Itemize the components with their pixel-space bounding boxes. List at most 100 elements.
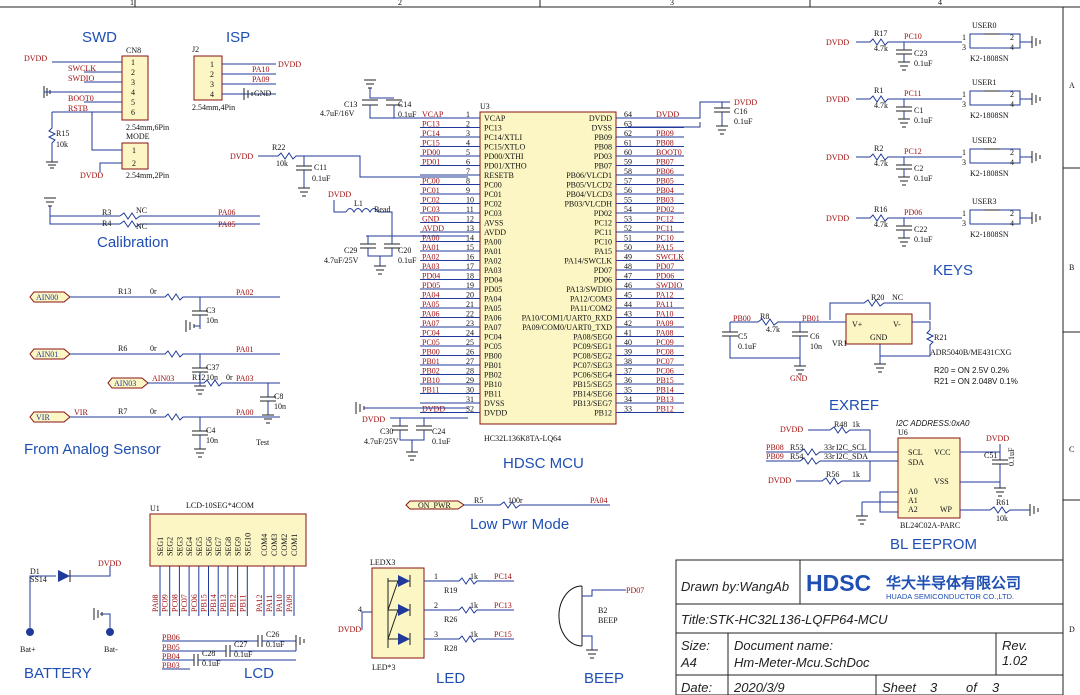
mcu-pin-name-46: PA13/SWDIO — [566, 285, 612, 294]
j2-desc: 2.54mm,4Pin — [192, 103, 235, 112]
mcu-pin-name-51: PC10 — [594, 238, 612, 247]
j2-net-gnd: GND — [254, 89, 272, 98]
lcd-part: LCD-10SEG*4COM — [186, 501, 254, 510]
key-switch-ref-1: USER1 — [972, 78, 996, 87]
mcu-net-22: PA06 — [422, 310, 440, 319]
mcu-pin-name-13: AVDD — [484, 228, 506, 237]
key-switch-pin3-1: 3 — [962, 100, 966, 109]
j2-net-pa10: PA10 — [252, 65, 270, 74]
mcu-pin-name-4: PC15/XTLO — [484, 143, 526, 152]
mcu-net-20: PA04 — [422, 291, 440, 300]
cn8-net-3: SWDIO — [68, 74, 94, 83]
analog-port-label-1: AIN01 — [36, 350, 58, 359]
key-res-val-2: 4.7k — [874, 159, 888, 168]
mcu-pin-num-55: 55 — [624, 196, 632, 205]
key-part-3: K2-1808SN — [970, 230, 1009, 239]
lcd-cap-val-0: 0.1uF — [266, 640, 285, 649]
mcu-pin-name-63: DVSS — [592, 124, 612, 133]
analog-res-ref-2: R12 — [192, 373, 205, 382]
j2-net-pa09: PA09 — [252, 75, 270, 84]
lcd-net-1: PC09 — [161, 594, 170, 612]
mcu-pin-name-9: PC01 — [484, 190, 502, 199]
mcu-net-45: PA12 — [656, 291, 674, 300]
mcu-pin-name-24: PC04 — [484, 333, 502, 342]
c11-val: 0.1uF — [312, 174, 331, 183]
lcd-pin-label-12: COM2 — [280, 534, 289, 556]
mcu-pin-name-3: PC14/XTLI — [484, 133, 523, 142]
gnd-symbol — [898, 176, 910, 186]
sheet-label: Sheet — [882, 680, 917, 695]
battery-title: BATTERY — [24, 665, 92, 682]
analog-port-0 — [29, 291, 71, 303]
lcd-cap-net-1: PB05 — [162, 643, 180, 652]
border-row-a: A — [1069, 81, 1075, 90]
c5-val: 0.1uF — [738, 342, 757, 351]
lcd-net-12: PA10 — [275, 595, 284, 613]
r3-symbol — [119, 212, 260, 220]
mcu-net-50: PA15 — [656, 243, 674, 252]
border-col-4: 4 — [938, 0, 942, 7]
u6-sda: SDA — [908, 458, 924, 467]
eeprom-pb09: PB09 — [766, 452, 784, 461]
mcu-pin-name-33: PB12 — [594, 409, 612, 418]
mcu-pin-num-32: 32 — [466, 405, 474, 414]
cal-pa05: PA05 — [218, 220, 236, 229]
avdd-wire — [378, 211, 468, 237]
analog-res-1 — [70, 350, 280, 358]
gnd-symbol — [93, 608, 103, 620]
j2-pin-1: 1 — [210, 60, 214, 69]
mcu-pin-num-34: 34 — [624, 395, 632, 404]
mcu-pin-name-26: PB00 — [484, 352, 502, 361]
c16-ref: C16 — [734, 107, 747, 116]
key-res-ref-3: R16 — [874, 205, 887, 214]
lcd-pin-label-5: SEG6 — [205, 537, 214, 556]
gnd-symbol — [874, 363, 886, 373]
j2-body — [193, 55, 223, 101]
bat-wire — [29, 575, 56, 586]
mcu-net-30: PB11 — [422, 386, 440, 395]
mcu-pin-name-62: PB09 — [594, 133, 612, 142]
mcu-pin-name-61: PB08 — [594, 143, 612, 152]
mcu-net-61: PB08 — [656, 139, 674, 148]
analog-cap-val-2: 10n — [274, 402, 286, 411]
key-switch-pin1-2: 1 — [962, 148, 966, 157]
j2-pin-3: 3 — [210, 80, 214, 89]
gnd-symbol — [406, 451, 418, 461]
r56-val: 1k — [852, 470, 860, 479]
gnd-symbol — [243, 88, 253, 100]
key-net-2: PC12 — [904, 147, 922, 156]
border-col-1: 1 — [130, 0, 134, 7]
mcu-pin-num-23: 23 — [466, 319, 474, 328]
mcu-net-13: AVDD — [422, 224, 444, 233]
key-switch-pin4-3: 4 — [1010, 219, 1014, 228]
led-res-ref-2: R28 — [444, 644, 457, 653]
docname-label: Document name: — [734, 638, 833, 653]
lcd-block: U1 LCD-10SEG*4COM SEG1PA08SEG2PC09SEG3PC… — [149, 501, 307, 682]
r22-ref: R22 — [272, 143, 285, 152]
mcu-pin-num-24: 24 — [466, 329, 474, 338]
gnd-symbol — [994, 487, 1006, 497]
mcu-net-32: DVDD — [422, 405, 445, 414]
mcu-net-28: PB02 — [422, 367, 440, 376]
lcd-net-9: PB11 — [238, 595, 247, 613]
key-net-3: PD06 — [904, 208, 922, 217]
key-switch-pin2-0: 2 — [1010, 33, 1014, 42]
bat-minus-label: Bat- — [104, 645, 118, 654]
r56-symbol — [796, 461, 871, 485]
gnd-symbol — [856, 515, 868, 525]
d1-ref: D1 — [30, 567, 40, 576]
lcd-cap-ref-0: C26 — [266, 630, 279, 639]
lcd-ref: U1 — [150, 504, 160, 513]
c30-ref: C30 — [380, 427, 393, 436]
mcu-pin-num-49: 49 — [624, 253, 632, 262]
mcu-pin-name-36: PB15/SEG5 — [573, 380, 612, 389]
mcu-body — [479, 111, 617, 425]
mcu-net-42: PA09 — [656, 319, 674, 328]
b2-ref: B2 — [598, 606, 607, 615]
key-cap-ref-1: C1 — [914, 106, 923, 115]
mcu-pin-name-14: PA00 — [484, 238, 502, 247]
mcu-net-43: PA10 — [656, 310, 674, 319]
cal-pa06: PA06 — [218, 208, 236, 217]
exref-note-1: R20 = ON 2.5V 0.2% — [934, 366, 1009, 375]
